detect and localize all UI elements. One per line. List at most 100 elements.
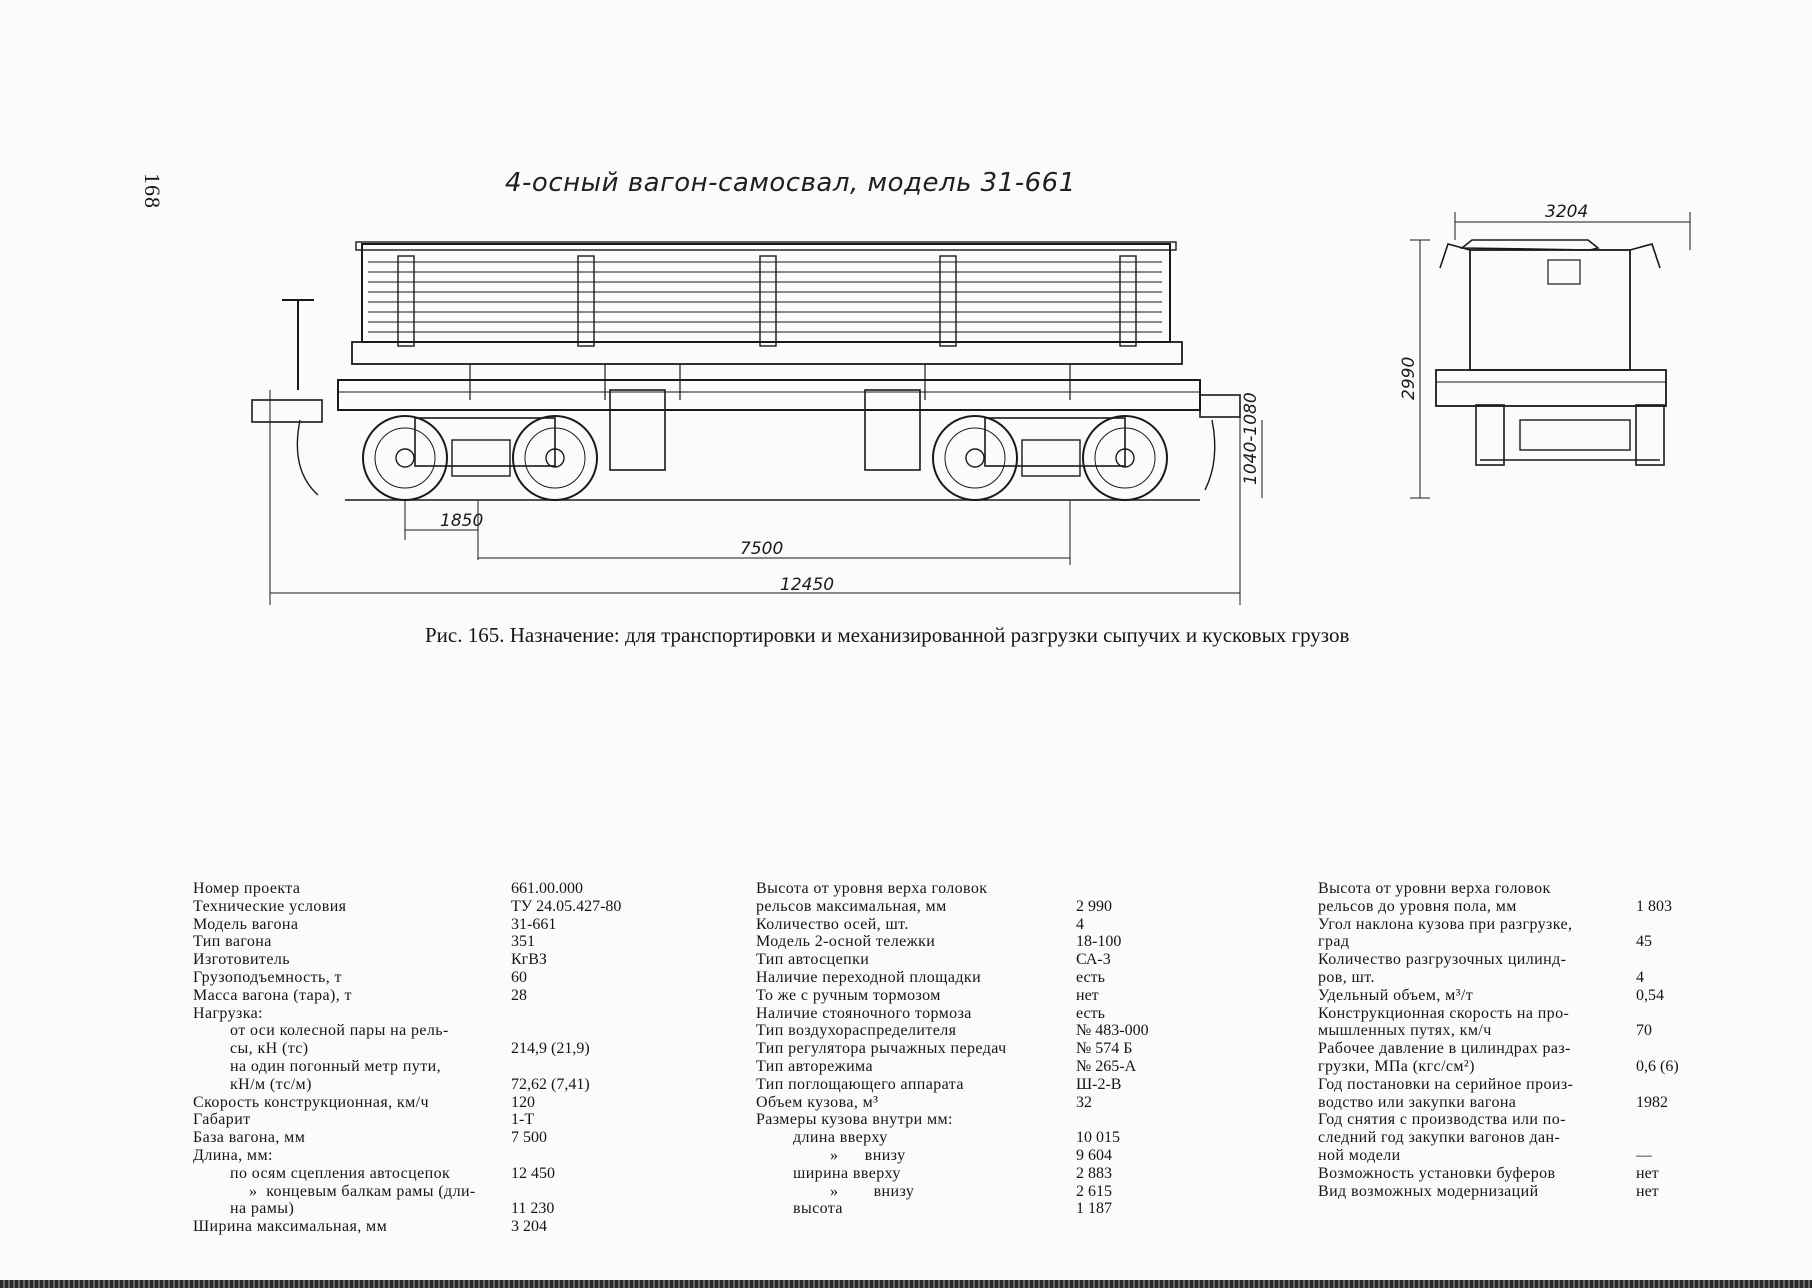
spec-value: 1982 xyxy=(1636,1093,1668,1111)
spec-label: Тип вагона xyxy=(193,933,272,951)
spec-row: Год снятия с производства или по- xyxy=(1318,1111,1698,1129)
spec-value: 32 xyxy=(1076,1093,1092,1111)
spec-label: Угол наклона кузова при разгрузке, xyxy=(1318,915,1573,933)
dim-2990: 2990 xyxy=(1399,357,1419,400)
spec-row: » концевым балкам рамы (дли- xyxy=(193,1183,663,1201)
spec-value: № 574 Б xyxy=(1076,1040,1133,1058)
spec-row: грузки, МПа (кгс/см²) 0,6 (6) xyxy=(1318,1058,1698,1076)
spec-label: по осям сцепления автосцепок xyxy=(230,1164,451,1182)
spec-row: Тип вагона 351 xyxy=(193,933,663,951)
spec-label: сы, кН (тс) xyxy=(230,1040,309,1058)
spec-row: Высота от уровни верха головок xyxy=(1318,880,1698,898)
spec-label: Грузоподъемность, т xyxy=(193,968,342,986)
spec-label: Технические условия xyxy=(193,897,347,915)
spec-value: 0,54 xyxy=(1636,986,1664,1004)
spec-label: Тип автосцепки xyxy=(756,951,870,969)
spec-value: СА-3 xyxy=(1076,951,1111,969)
spec-label: Модель вагона xyxy=(193,915,299,933)
spec-value: 4 xyxy=(1076,915,1084,933)
spec-value: 31-661 xyxy=(511,915,557,933)
spec-row: Рабочее давление в цилиндрах раз- xyxy=(1318,1040,1698,1058)
spec-value: ТУ 24.05.427-80 xyxy=(511,897,622,915)
spec-row: Вид возможных модернизаций нет xyxy=(1318,1183,1698,1201)
spec-value: № 265-А xyxy=(1076,1057,1137,1075)
spec-value: нет xyxy=(1636,1182,1659,1200)
spec-value: 45 xyxy=(1636,933,1652,951)
spec-label: ширина вверху xyxy=(793,1164,901,1182)
spec-value: 0,6 (6) xyxy=(1636,1057,1679,1075)
side-view xyxy=(251,241,1263,605)
spec-label: следний год закупки вагонов дан- xyxy=(1318,1129,1561,1147)
spec-label: » внизу xyxy=(830,1146,906,1164)
spec-row: Модель 2-осной тележки 18-100 xyxy=(756,933,1226,951)
spec-value: 214,9 (21,9) xyxy=(511,1040,590,1058)
spec-label: Рабочее давление в цилиндрах раз- xyxy=(1318,1040,1571,1058)
spec-label: Вид возможных модернизаций xyxy=(1318,1182,1539,1200)
spec-value: 1 803 xyxy=(1636,897,1672,915)
spec-label: Тип авторежима xyxy=(756,1057,873,1075)
spec-row: Год постановки на серийное произ- xyxy=(1318,1076,1698,1094)
spec-label: от оси колесной пары на рель- xyxy=(230,1022,449,1040)
page-edge-bar xyxy=(0,1280,1812,1288)
dim-12450: 12450 xyxy=(780,575,834,595)
spec-row: Модель вагона 31-661 xyxy=(193,916,663,934)
spec-label: грузки, МПа (кгс/см²) xyxy=(1318,1057,1475,1075)
spec-label: Изготовитель xyxy=(193,951,290,969)
spec-row: следний год закупки вагонов дан- xyxy=(1318,1129,1698,1147)
spec-label: Удельный объем, м³/т xyxy=(1318,986,1474,1004)
spec-value: 28 xyxy=(511,986,527,1004)
spec-value: 2 990 xyxy=(1076,897,1112,915)
figure-caption: Рис. 165. Назначение: для транспортировк… xyxy=(425,623,1350,647)
spec-row: Длина, мм: xyxy=(193,1147,663,1165)
spec-label: Тип регулятора рычажных передач xyxy=(756,1040,1007,1058)
spec-value: 1-Т xyxy=(511,1111,535,1129)
dim-1850: 1850 xyxy=(440,511,483,531)
frame xyxy=(337,379,1201,411)
end-view xyxy=(1410,212,1691,499)
spec-label: мышленных путях, км/ч xyxy=(1318,1022,1492,1040)
spec-label: » концевым балкам рамы (дли- xyxy=(249,1182,476,1200)
spec-value: Ш-2-В xyxy=(1076,1075,1122,1093)
spec-value: 72,62 (7,41) xyxy=(511,1075,590,1093)
spec-row: Технические условия ТУ 24.05.427-80 xyxy=(193,898,663,916)
spec-label: База вагона, мм xyxy=(193,1129,306,1147)
spec-row: на рамы)11 230 xyxy=(193,1200,663,1218)
spec-label: Объем кузова, м³ xyxy=(756,1093,879,1111)
spec-value: 4 xyxy=(1636,968,1644,986)
spec-label: Модель 2-осной тележки xyxy=(756,933,936,951)
bogie-left xyxy=(362,415,598,501)
spec-label: Конструкционная скорость на про- xyxy=(1318,1004,1570,1022)
spec-value: 18-100 xyxy=(1076,933,1122,951)
spec-label: Нагрузка: xyxy=(193,1004,264,1022)
spec-row: Размеры кузова внутри мм: xyxy=(756,1111,1226,1129)
spec-row: База вагона, мм 7 500 xyxy=(193,1129,663,1147)
spec-value: 7 500 xyxy=(511,1129,547,1147)
spec-row: град 45 xyxy=(1318,933,1698,951)
spec-label: Тип поглощающего аппарата xyxy=(756,1075,964,1093)
spec-value: № 483-000 xyxy=(1076,1022,1149,1040)
spec-label: Высота от уровни верха головок xyxy=(1318,880,1551,897)
spec-row: Тип поглощающего аппарата Ш-2-В xyxy=(756,1076,1226,1094)
spec-label: кН/м (тс/м) xyxy=(230,1075,312,1093)
spec-label: Год снятия с производства или по- xyxy=(1318,1111,1566,1129)
spec-label: Количество разгрузочных цилинд- xyxy=(1318,951,1567,969)
spec-row: Тип авторежима № 265-А xyxy=(756,1058,1226,1076)
spec-label: Наличие стояночного тормоза xyxy=(756,1004,972,1022)
spec-row: на один погонный метр пути, xyxy=(193,1058,663,1076)
spec-value: 351 xyxy=(511,933,535,951)
spec-row: Объем кузова, м³ 32 xyxy=(756,1094,1226,1112)
dim-3204: 3204 xyxy=(1545,202,1588,222)
wagon-body xyxy=(361,243,1171,343)
spec-label: град xyxy=(1318,933,1350,951)
